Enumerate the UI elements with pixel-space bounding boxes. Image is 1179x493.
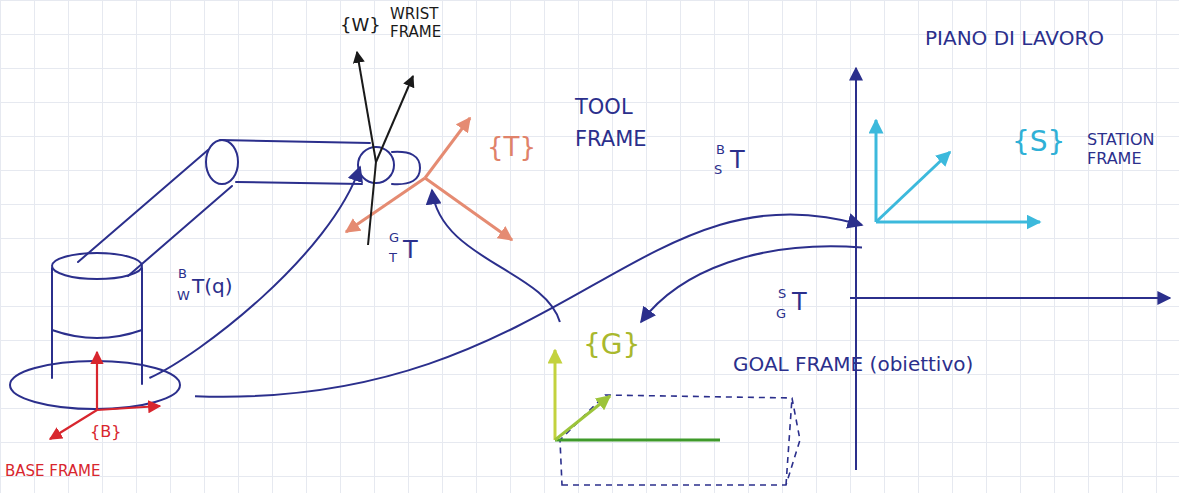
frame-node: {B} BASE FRAME bbox=[5, 378, 195, 485]
frame-symbol: {S} bbox=[1012, 125, 1065, 159]
transform-label: T bbox=[792, 288, 807, 317]
index-letter: B bbox=[178, 266, 187, 282]
index-letter: T bbox=[389, 250, 397, 266]
index-letter: S bbox=[778, 286, 786, 302]
index-letter: W bbox=[177, 288, 190, 304]
frame-symbol: {G} bbox=[583, 328, 640, 362]
robot-arm bbox=[10, 140, 420, 409]
frame-symbol: {T} bbox=[487, 132, 536, 163]
frame-node: {W} WRIST FRAME bbox=[335, 2, 485, 167]
transform-label: T(q) bbox=[192, 274, 233, 298]
frame-name: WRIST FRAME bbox=[390, 5, 475, 41]
frame-name: TOOL FRAME bbox=[575, 92, 680, 155]
transform-arrow bbox=[641, 246, 862, 322]
index-letter: G bbox=[389, 230, 399, 246]
frame-node: {S} STATION FRAME bbox=[862, 105, 1175, 255]
plane-label: PIANO DI LAVORO bbox=[925, 26, 1104, 50]
wrist-frame-axes bbox=[357, 52, 413, 245]
frame-symbol: {B} bbox=[90, 422, 121, 441]
frame-name: STATION FRAME bbox=[1087, 130, 1172, 168]
transform-arrow bbox=[149, 167, 360, 378]
frame-node: {G} GOAL FRAME (obiettivo) bbox=[548, 322, 1065, 442]
transform-arrow bbox=[432, 190, 560, 322]
index-letter: S bbox=[714, 162, 722, 178]
index-letter: B bbox=[716, 142, 725, 158]
work-plane-axes bbox=[850, 68, 1170, 470]
transform-label: T bbox=[730, 146, 745, 175]
frame-name: BASE FRAME bbox=[5, 462, 100, 480]
transform-label: T bbox=[403, 236, 418, 265]
index-letter: G bbox=[776, 306, 786, 322]
frame-name: GOAL FRAME (obiettivo) bbox=[733, 352, 973, 376]
frame-node: {T} TOOL FRAME bbox=[410, 90, 685, 190]
frame-symbol: {W} bbox=[340, 14, 381, 36]
